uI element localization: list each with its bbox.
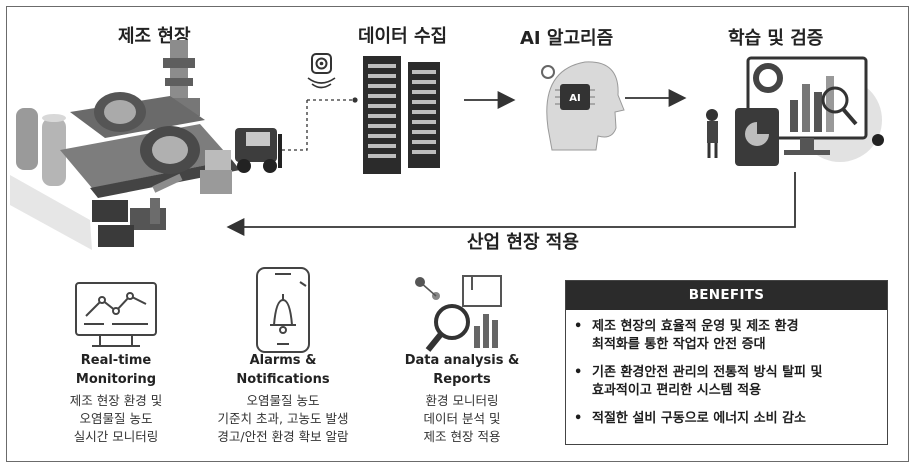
stage-title-data-collection: 데이터 수집: [358, 26, 448, 47]
benefits-heading: BENEFITS: [566, 281, 887, 310]
sensor-icon: [307, 53, 336, 89]
ai-brain-icon: AI: [541, 61, 625, 151]
server-rack-icon: [363, 56, 440, 174]
feature-data-analysis-title: Data analysis &Reports: [404, 353, 520, 387]
stage-title-ai-algorithm: AI 알고리즘: [520, 28, 614, 49]
bullet-icon: •: [574, 411, 583, 426]
bullet-icon: •: [574, 319, 583, 334]
monitoring-icon: [75, 282, 157, 347]
stage-title-learning: 학습 및 검증: [728, 28, 824, 49]
benefit-item: • 적절한 설비 구동으로 에너지 소비 감소: [574, 411, 806, 426]
sensor-link: [280, 100, 308, 151]
industrial-application-label: 산업 현장 적용: [467, 232, 579, 253]
factory-illustration: [10, 40, 282, 250]
bullet-icon: •: [574, 365, 583, 380]
ai-chip-label: AI: [569, 93, 580, 104]
arrow-industrial-application: [226, 172, 796, 236]
feature-alarms-title: Alarms &Notifications: [236, 353, 330, 387]
analytics-illustration: [706, 56, 884, 166]
phone-bell-icon: [256, 267, 310, 353]
data-analysis-icon: [415, 275, 502, 352]
